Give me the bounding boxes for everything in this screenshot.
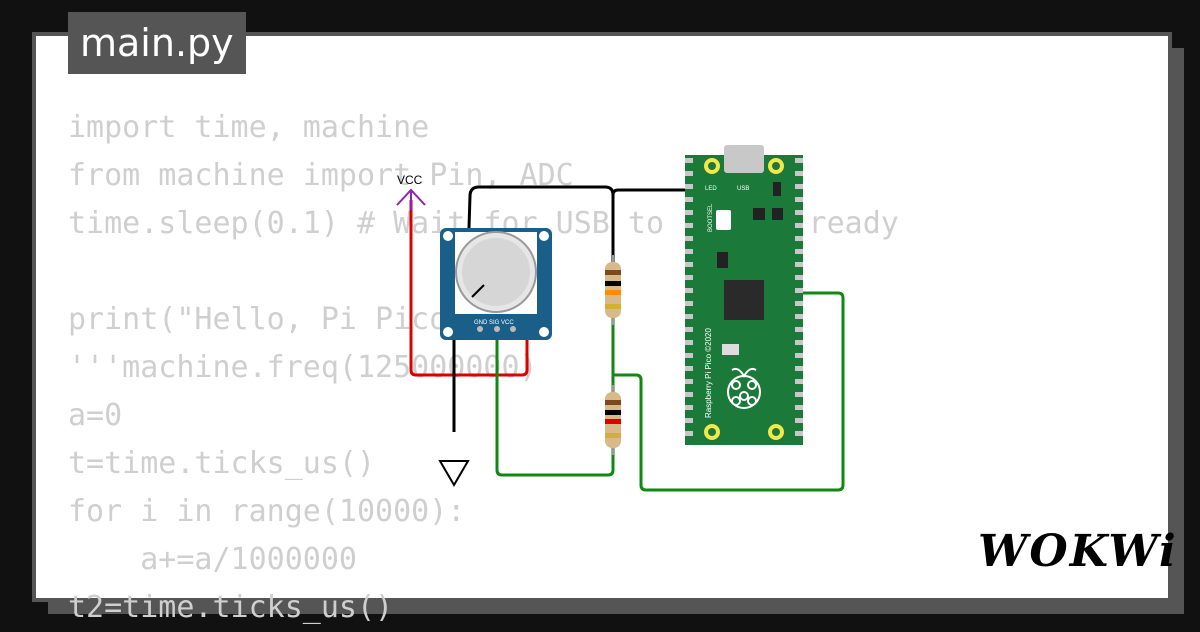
code-line: a+=a/1000000: [68, 542, 357, 577]
signal-wire: [495, 330, 615, 477]
code-line: print("Hello, Pi Pico!"): [68, 302, 502, 337]
ground-symbol: [438, 460, 470, 487]
code-line: import time, machine: [68, 110, 430, 145]
bootsel-button[interactable]: [716, 210, 731, 230]
resistor-bottom[interactable]: [605, 385, 621, 455]
code-line: t=time.ticks_us(): [68, 446, 376, 481]
pico-bootsel-label: BOOTSEL: [708, 203, 714, 232]
pot-pin-labels: GND SIG VCC: [474, 320, 514, 326]
pico-led-label: LED: [705, 186, 717, 192]
resistor-top[interactable]: [605, 255, 621, 325]
vcc-symbol: VCC: [396, 173, 426, 210]
code-line: t2=time.ticks_us(): [68, 590, 394, 625]
rp2040-chip: [724, 280, 764, 320]
pico-usb-label: USB: [737, 186, 749, 192]
pot-knob-indicator: [471, 284, 485, 298]
pico-board-text: Raspberry Pi Pico ©2020: [704, 328, 713, 418]
code-line: for i in range(10000):: [68, 494, 466, 529]
potentiometer[interactable]: GND SIG VCC: [440, 228, 552, 340]
file-tab[interactable]: main.py: [68, 12, 246, 74]
raspberry-pi-logo-icon: [727, 367, 761, 409]
vcc-label: VCC: [397, 173, 423, 187]
pico-wire: [611, 188, 696, 262]
pico-left-pins: [685, 158, 693, 436]
pico-board[interactable]: LED USB BOOTSEL Raspberry Pi Pico ©2020: [685, 145, 803, 445]
code-line: a=0: [68, 398, 123, 433]
wokwi-logo: WOKWi: [978, 526, 1178, 577]
code-line: '''machine.freq(125000000): [68, 350, 538, 385]
pico-right-pins: [795, 158, 803, 436]
gnd-wire-down: [452, 324, 480, 432]
divider-wire: [611, 291, 845, 492]
